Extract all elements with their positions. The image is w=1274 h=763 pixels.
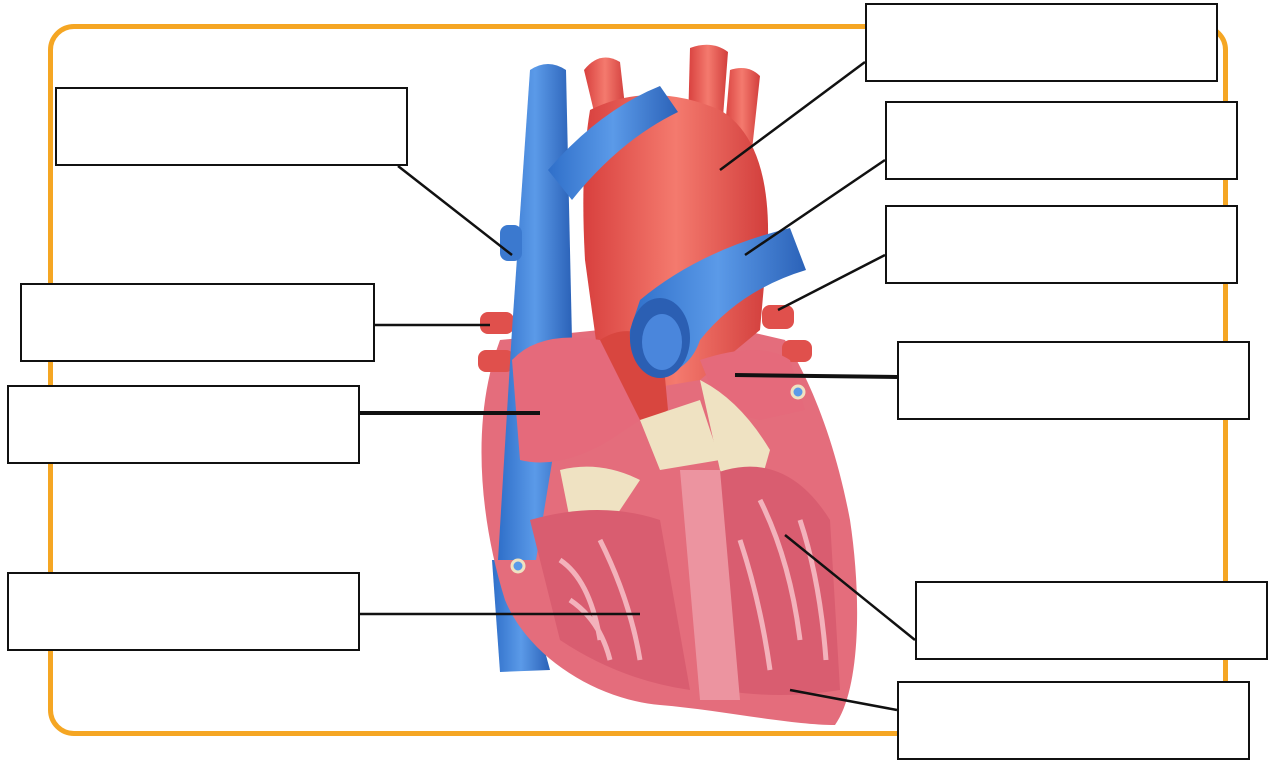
label-box-apex[interactable] xyxy=(897,681,1250,760)
label-box-right-ventricle[interactable] xyxy=(7,572,360,651)
label-box-right-atrium[interactable] xyxy=(7,385,360,464)
leader-superior-vena-cava xyxy=(398,166,512,255)
label-box-left-ventricle[interactable] xyxy=(915,581,1268,660)
label-box-pulmonary-veins[interactable] xyxy=(885,205,1238,284)
label-box-right-pulmonary-veins[interactable] xyxy=(20,283,375,362)
right-vein-stub-upper xyxy=(480,312,514,334)
label-box-superior-vena-cava[interactable] xyxy=(55,87,408,166)
pulmonary-trunk-lumen xyxy=(642,314,682,370)
valve-marker-left xyxy=(792,386,804,398)
valve-marker-right xyxy=(512,560,524,572)
label-box-pulmonary-artery[interactable] xyxy=(885,101,1238,180)
label-box-aorta[interactable] xyxy=(865,3,1218,82)
leader-left-atrium xyxy=(735,375,897,377)
right-vein-stub-lower xyxy=(478,350,514,372)
label-box-left-atrium[interactable] xyxy=(897,341,1250,420)
